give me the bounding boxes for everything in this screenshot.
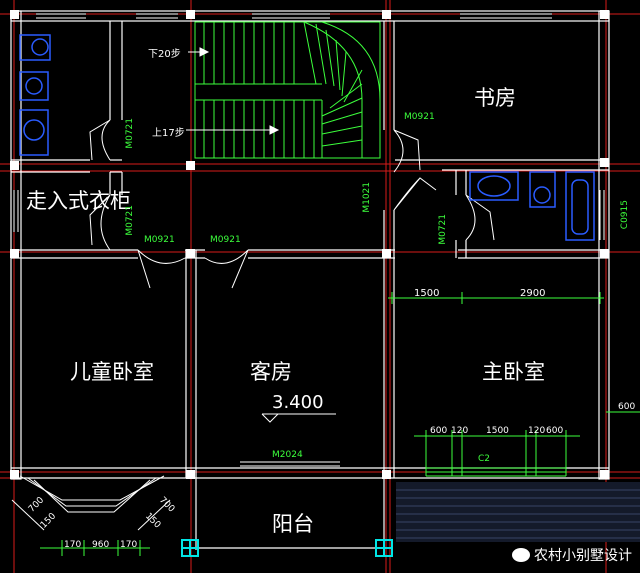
window-c2 xyxy=(426,467,566,477)
bathroom-fixtures xyxy=(19,34,595,241)
door-m0721-b: M0721 xyxy=(125,205,135,236)
room-guest-room: 客房 xyxy=(250,360,292,384)
dim-600-b: 600 xyxy=(546,426,564,436)
stair-up-label: 上17步 xyxy=(152,128,185,139)
dim-960: 960 xyxy=(92,540,110,550)
watermark: 农村小别墅设计 xyxy=(512,545,632,565)
dim-1500-top: 1500 xyxy=(414,288,440,299)
doors xyxy=(89,119,495,289)
cyan-columns xyxy=(181,539,393,557)
dim-600-right: 600 xyxy=(618,402,636,412)
door-m2024: M2024 xyxy=(272,450,303,460)
elevation-marker xyxy=(261,413,336,423)
door-m0721-c: M0721 xyxy=(438,214,448,245)
door-m0921-c: M0921 xyxy=(404,112,435,122)
walls xyxy=(10,10,610,550)
dim-2900: 2900 xyxy=(520,288,546,299)
roof-hatch xyxy=(396,482,640,542)
door-m1021: M1021 xyxy=(362,182,372,213)
wechat-icon xyxy=(512,548,530,562)
dim-120-a: 120 xyxy=(451,426,469,436)
bay-window xyxy=(11,475,171,531)
staircase xyxy=(194,21,381,159)
room-child-bedroom: 儿童卧室 xyxy=(70,360,154,384)
watermark-text: 农村小别墅设计 xyxy=(534,548,632,564)
door-m0721-a: M0721 xyxy=(125,118,135,149)
stair-down-label: 下20步 xyxy=(148,49,181,60)
dim-170-b: 170 xyxy=(120,540,138,550)
room-walk-in-closet: 走入式衣柜 xyxy=(26,189,131,213)
elevation-value: 3.400 xyxy=(272,392,324,413)
window-c0915: C0915 xyxy=(620,200,630,230)
room-balcony: 阳台 xyxy=(272,512,314,536)
dim-120-b: 120 xyxy=(528,426,546,436)
dim-170-a: 170 xyxy=(64,540,82,550)
columns xyxy=(10,10,609,479)
stair-arrows xyxy=(186,47,280,135)
dim-1500: 1500 xyxy=(486,426,509,436)
dim-600-a: 600 xyxy=(430,426,448,436)
room-study: 书房 xyxy=(474,86,516,110)
window-c2-label: C2 xyxy=(478,454,491,464)
door-m0921-b: M0921 xyxy=(210,235,241,245)
sliding-door xyxy=(240,461,340,467)
room-master-bedroom: 主卧室 xyxy=(482,360,545,384)
door-m0921-a: M0921 xyxy=(144,235,175,245)
top-windows xyxy=(13,13,605,240)
